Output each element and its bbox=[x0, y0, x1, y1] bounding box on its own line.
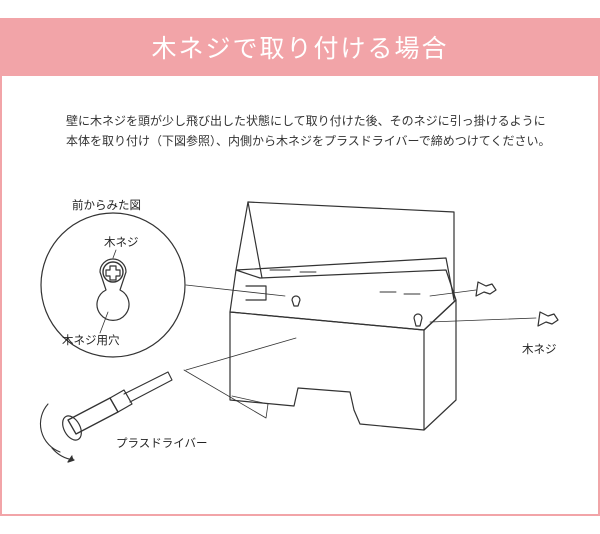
section-header: 木ネジで取り付ける場合 bbox=[0, 18, 600, 76]
instruction-text: 壁に木ネジを頭が少し飛び出した状態にして取り付けた後、そのネジに引っ掛けるように… bbox=[66, 114, 551, 148]
frame-border-left bbox=[0, 76, 2, 516]
keyhole-icon bbox=[96, 258, 130, 321]
screw-label-inset: 木ネジ bbox=[104, 235, 139, 249]
screw-hole-label: 木ネジ用穴 bbox=[62, 333, 120, 347]
section-title: 木ネジで取り付ける場合 bbox=[151, 34, 449, 63]
screw-label-right: 木ネジ bbox=[522, 342, 557, 356]
wood-screw-icon-2 bbox=[429, 311, 559, 327]
screw-head-icon bbox=[102, 261, 124, 283]
product-body bbox=[229, 201, 457, 431]
frame-border-right bbox=[598, 76, 600, 516]
frame-border-bottom bbox=[0, 514, 600, 516]
front-view-inset bbox=[40, 212, 186, 358]
screwdriver-icon bbox=[39, 371, 173, 463]
wood-screw-icon bbox=[429, 281, 497, 297]
screwdriver-label: プラスドライバー bbox=[116, 436, 208, 450]
front-view-label: 前からみた図 bbox=[72, 198, 141, 212]
